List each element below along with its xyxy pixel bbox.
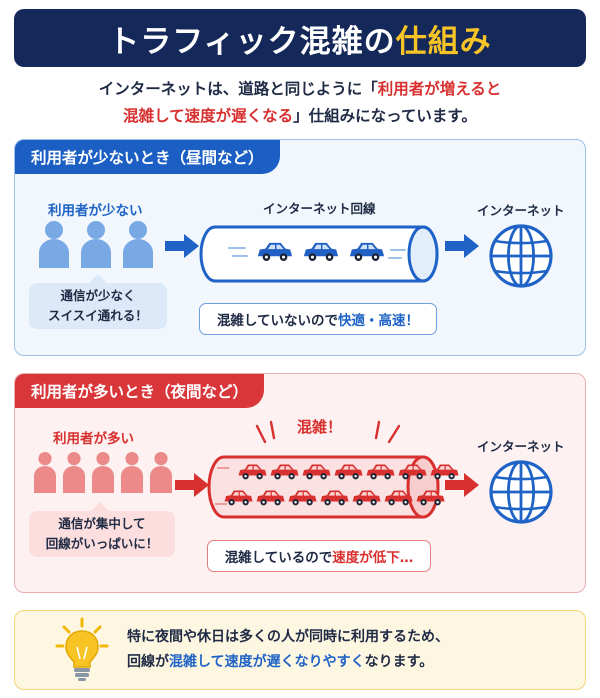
high-users-label: 利用者が多い	[53, 431, 134, 447]
car-icon	[349, 242, 385, 261]
high-status-pill: 混雑しているので速度が低下…	[207, 540, 431, 572]
car-icon	[257, 242, 293, 261]
car-icon	[270, 464, 299, 480]
car-icon	[366, 464, 395, 480]
congestion-burst-icon	[255, 420, 401, 444]
car-icon	[303, 242, 339, 261]
high-traffic-bubble: 通信が集中して 回線がいっぱいに！	[29, 502, 175, 557]
bubble-tail	[91, 502, 109, 511]
person-icon	[150, 452, 172, 493]
globe-icon	[489, 460, 553, 524]
high-traffic-panel: 利用者が多いとき（夜間など） 利用者が多い 通信が集中して 回線がいっぱいに！ …	[14, 373, 586, 593]
low-users-group	[39, 221, 153, 268]
low-bubble-line-1: 通信が少なく	[60, 288, 136, 303]
person-icon	[34, 452, 56, 493]
car-icon	[398, 464, 427, 480]
low-traffic-panel: 利用者が少ないとき（昼間など） 利用者が少ない 通信が少なく スイスイ通れる！ …	[14, 139, 586, 356]
car-icon	[320, 490, 349, 506]
high-users-group	[34, 452, 172, 493]
car-icon	[334, 464, 363, 480]
low-bubble-line-2: スイスイ通れる！	[48, 308, 148, 323]
person-icon	[92, 452, 114, 493]
car-icon	[288, 490, 317, 506]
congested-line-pipe	[207, 455, 459, 519]
car-icon	[430, 464, 459, 480]
person-icon	[121, 452, 143, 493]
globe-icon	[489, 224, 553, 288]
arrow-right-icon	[445, 234, 479, 258]
intro-line-2: 混雑して速度が遅くなる」仕組みになっています。	[123, 107, 477, 125]
person-icon	[39, 221, 69, 268]
high-traffic-tab: 利用者が多いとき（夜間など）	[15, 374, 265, 408]
low-traffic-tab: 利用者が少ないとき（昼間など）	[15, 140, 280, 174]
person-icon	[81, 221, 111, 268]
internet-line-pipe	[199, 225, 439, 283]
car-icon	[224, 490, 253, 506]
car-icon	[302, 464, 331, 480]
low-traffic-bubble: 通信が少なく スイスイ通れる！	[29, 274, 167, 329]
congestion-label: 混雑！	[297, 418, 343, 436]
person-icon	[123, 221, 153, 268]
car-icon	[238, 464, 267, 480]
title-accent: 仕組み	[395, 23, 492, 60]
page-title: トラフィック混雑の仕組み	[108, 16, 491, 61]
low-status-pill: 混雑していないので快適・高速！	[199, 303, 437, 335]
high-status-accent: 速度が低下…	[332, 550, 414, 566]
tip-text: 特に夜間や休日は多くの人が同時に利用するため、 回線が混雑して速度が遅くなりやす…	[127, 625, 577, 675]
car-icon	[256, 490, 285, 506]
lightbulb-icon	[55, 617, 109, 681]
arrow-right-icon	[445, 473, 479, 497]
car-icon	[352, 490, 381, 506]
low-status-accent: 快適・高速！	[338, 313, 420, 329]
low-users-label: 利用者が少ない	[48, 203, 143, 219]
high-bubble-line-1: 通信が集中して	[58, 516, 146, 531]
car-icon	[384, 490, 413, 506]
high-destination-label: インターネット	[477, 439, 565, 454]
low-cars	[257, 242, 385, 261]
tip-line-2: 回線が混雑して速度が遅くなりやすくなります。	[127, 654, 434, 670]
low-line-caption: インターネット回線	[263, 201, 376, 216]
title-banner: トラフィック混雑の仕組み	[14, 9, 586, 67]
title-main: トラフィック混雑の	[108, 23, 396, 60]
tip-box: 特に夜間や休日は多くの人が同時に利用するため、 回線が混雑して速度が遅くなりやす…	[14, 610, 586, 690]
arrow-right-icon	[165, 234, 199, 258]
low-destination-label: インターネット	[477, 203, 565, 218]
intro-text: インターネットは、道路と同じように「利用者が増えると 混雑して速度が遅くなる」仕…	[20, 76, 580, 130]
car-icon	[416, 490, 445, 506]
person-icon	[63, 452, 85, 493]
arrow-right-icon	[175, 473, 209, 497]
bubble-tail	[89, 274, 107, 283]
tip-line-1: 特に夜間や休日は多くの人が同時に利用するため、	[127, 629, 449, 645]
high-cars	[224, 464, 459, 506]
tip-accent: 混雑して速度が遅くなりやすく	[169, 654, 365, 670]
intro-line-1: インターネットは、道路と同じように「利用者が増えると	[98, 80, 502, 98]
high-bubble-line-2: 回線がいっぱいに！	[45, 536, 159, 551]
